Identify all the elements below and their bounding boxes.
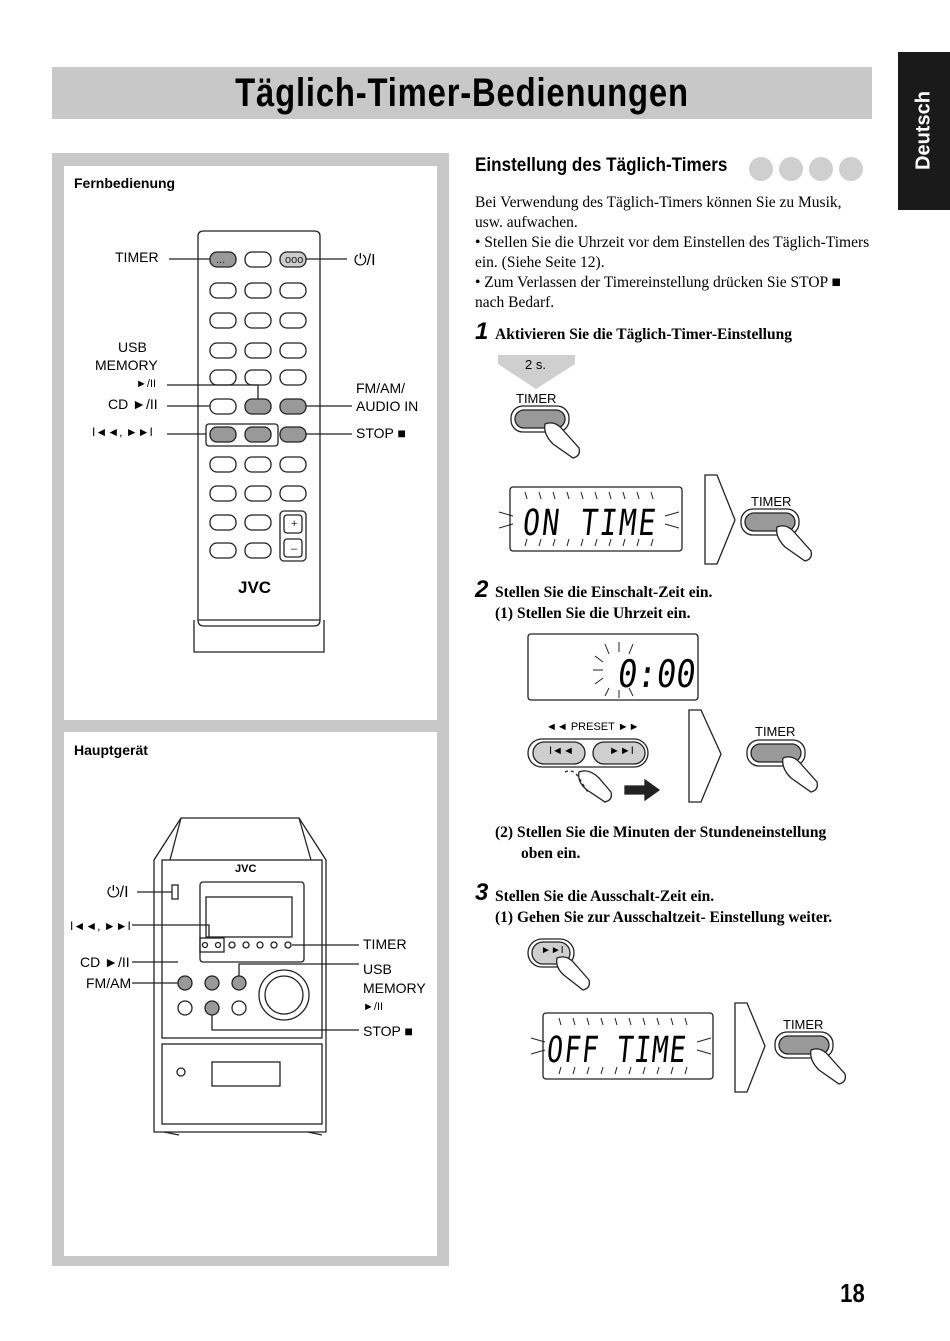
remote-panel-title: Fernbedienung <box>74 175 176 191</box>
remote-label-skip: I◄◄, ►►I <box>92 425 153 439</box>
step-2-sub1: (1) Stellen Sie die Uhrzeit ein. <box>495 605 691 622</box>
step-3-illustration <box>527 938 847 1093</box>
remote-label-fm-am: FM/AM/ <box>356 380 405 396</box>
step-2-timer-label: TIMER <box>755 724 796 739</box>
step-3-number: 3 <box>475 879 489 906</box>
main-label-skip: I◄◄, ►►I <box>70 919 131 933</box>
step-3-sub1: (1) Gehen Sie zur Ausschaltzeit- Einstel… <box>495 909 833 926</box>
svg-text:...: ... <box>216 254 225 266</box>
remote-label-power: ⏻/I <box>354 252 376 269</box>
main-label-usb: USB <box>363 961 392 977</box>
remote-label-audio-in: AUDIO IN <box>356 398 419 414</box>
main-label-play-pause: ►/II <box>363 1001 384 1013</box>
step-1-timer-label: TIMER <box>516 391 557 406</box>
main-unit-illustration <box>132 817 359 1136</box>
remote-label-stop: STOP ■ <box>356 425 406 441</box>
step-1-number: 1 <box>475 318 489 345</box>
step-1b-timer-label: TIMER <box>751 494 792 509</box>
heading-dot-decoration <box>749 157 863 181</box>
step-2-sub2: (2) Stellen Sie die Minuten der Stundene… <box>495 824 827 841</box>
lcd-off-time: OFF TIME <box>544 1030 690 1071</box>
remote-brand-logo: JVC <box>238 578 272 597</box>
lcd-clock: 0:00 <box>615 652 699 696</box>
step-3-timer-label: TIMER <box>783 1017 824 1032</box>
section-heading: Einstellung des Täglich-Timers <box>475 155 728 176</box>
bullet-1: • Stellen Sie die Uhrzeit vor dem Einste… <box>475 234 870 271</box>
prev-button-glyph: I◄◄ <box>549 745 574 757</box>
main-label-fm-am: FM/AM <box>86 975 132 991</box>
main-label-power: ⏻/I <box>107 884 129 901</box>
main-panel-title: Hauptgerät <box>74 742 148 758</box>
step-3-text: Stellen Sie die Ausschalt-Zeit ein. <box>495 888 715 905</box>
remote-control-illustration: ... ooo + – <box>167 230 352 653</box>
next-button-glyph: ►►I <box>609 745 634 757</box>
svg-text:+: + <box>291 518 297 530</box>
step-2-number: 2 <box>475 576 489 603</box>
lcd-on-time: ON TIME <box>520 503 660 544</box>
svg-text:ooo: ooo <box>285 254 303 266</box>
main-label-stop: STOP ■ <box>363 1023 413 1039</box>
preset-label: ◄◄ PRESET ►► <box>546 721 640 733</box>
main-label-memory: MEMORY <box>363 980 426 996</box>
remote-label-usb: USB <box>118 339 147 355</box>
hold-duration: 2 s. <box>525 357 546 372</box>
step-2-illustration <box>527 633 819 803</box>
page-title: Täglich-Timer-Bedienungen <box>235 71 689 115</box>
step-1-illustration <box>498 355 813 565</box>
title-bar <box>52 67 872 119</box>
intro-text: Bei Verwendung des Täglich-Timers können… <box>475 194 842 231</box>
remote-label-timer: TIMER <box>115 249 159 265</box>
step-3-next-glyph: ►►I <box>541 945 564 956</box>
remote-label-play-pause: ►/II <box>136 378 157 390</box>
step-2-sub2-cont: oben ein. <box>521 845 581 862</box>
page-number: 18 <box>840 1278 865 1308</box>
svg-text:–: – <box>291 543 298 555</box>
main-label-cd: CD ►/II <box>80 954 130 970</box>
step-1-text: Aktivieren Sie die Täglich-Timer-Einstel… <box>495 326 792 343</box>
bullet-2: • Zum Verlassen der Timereinstellung drü… <box>475 274 841 311</box>
remote-label-memory: MEMORY <box>95 357 158 373</box>
main-label-timer: TIMER <box>363 936 407 952</box>
main-brand-logo: JVC <box>235 863 257 875</box>
language-tab <box>898 52 950 210</box>
step-2-text: Stellen Sie die Einschalt-Zeit ein. <box>495 584 713 601</box>
remote-label-cd: CD ►/II <box>108 396 158 412</box>
language-tab-label: Deutsch <box>912 91 935 171</box>
